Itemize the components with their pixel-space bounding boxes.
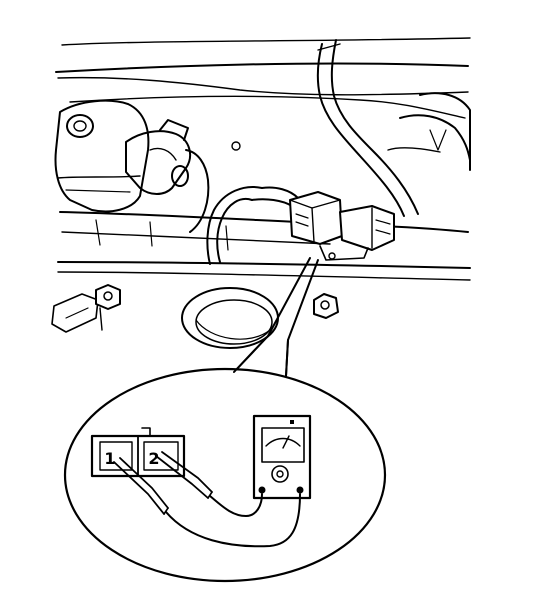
- vehicle-connector-icon: [289, 191, 395, 261]
- callout-leader-left-end: [233, 335, 269, 373]
- callout-leader-right-end: [285, 339, 289, 377]
- meter-lead-wires: [165, 493, 301, 548]
- strut-tower-opening: [181, 287, 279, 349]
- test-probe-1: [113, 457, 169, 515]
- engine-bay-background: [51, 37, 471, 349]
- terminal-2-label: 2: [148, 449, 159, 468]
- wiring-harness: [206, 39, 419, 265]
- terminal-1-label: 1: [104, 449, 115, 468]
- bolt-right-icon: [313, 293, 339, 319]
- connector-face-icon: [90, 427, 186, 478]
- ohmmeter-icon: [252, 414, 312, 500]
- bolt-left-icon: [95, 284, 121, 331]
